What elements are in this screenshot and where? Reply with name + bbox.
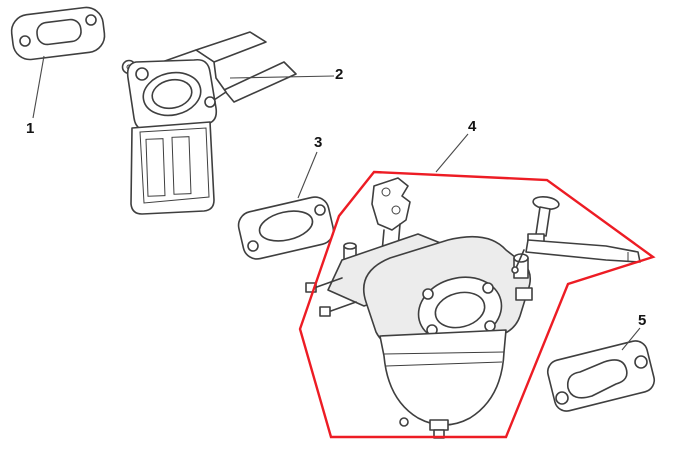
- part-2-insulator-drawing: [121, 31, 297, 215]
- float-bowl: [379, 329, 507, 426]
- part-4-carburetor-drawing: [305, 177, 533, 439]
- callout-label-1: 1: [26, 120, 35, 137]
- bolt-hole: [204, 96, 216, 108]
- callout-leader-lines: [32, 55, 641, 351]
- bolt-hole: [314, 204, 326, 216]
- bolt-hole: [634, 355, 648, 369]
- callout-3-leader: [297, 151, 318, 199]
- callout-2-leader: [229, 75, 335, 79]
- callout-label-5: 5: [638, 312, 647, 329]
- callout-1-leader: [32, 55, 45, 119]
- stud-bolt: [319, 306, 331, 317]
- screw: [511, 266, 519, 274]
- highlight-outline: [298, 170, 656, 439]
- callout-label-4: 4: [468, 118, 477, 135]
- callout-label-3: 3: [314, 134, 323, 151]
- throttle-lever: [525, 239, 641, 263]
- part-5-gasket-drawing: [546, 340, 656, 412]
- bolt-hole: [422, 288, 434, 300]
- bolt-hole: [484, 320, 496, 332]
- part-4-throttle-arm-drawing: [511, 195, 641, 274]
- callout-label-2: 2: [335, 66, 344, 83]
- bolt-hole: [555, 391, 569, 405]
- callout-5-leader: [621, 327, 641, 351]
- bolt-hole: [19, 35, 31, 47]
- part-3-gasket-drawing: [237, 196, 335, 260]
- bolt-hole: [482, 282, 494, 294]
- bolt-hole: [247, 240, 259, 252]
- bolt-hole: [135, 67, 149, 81]
- bolt-hole: [85, 14, 97, 26]
- part-1-gasket-drawing: [10, 6, 106, 61]
- stud-bolt: [305, 282, 317, 293]
- callout-4-leader: [435, 133, 469, 173]
